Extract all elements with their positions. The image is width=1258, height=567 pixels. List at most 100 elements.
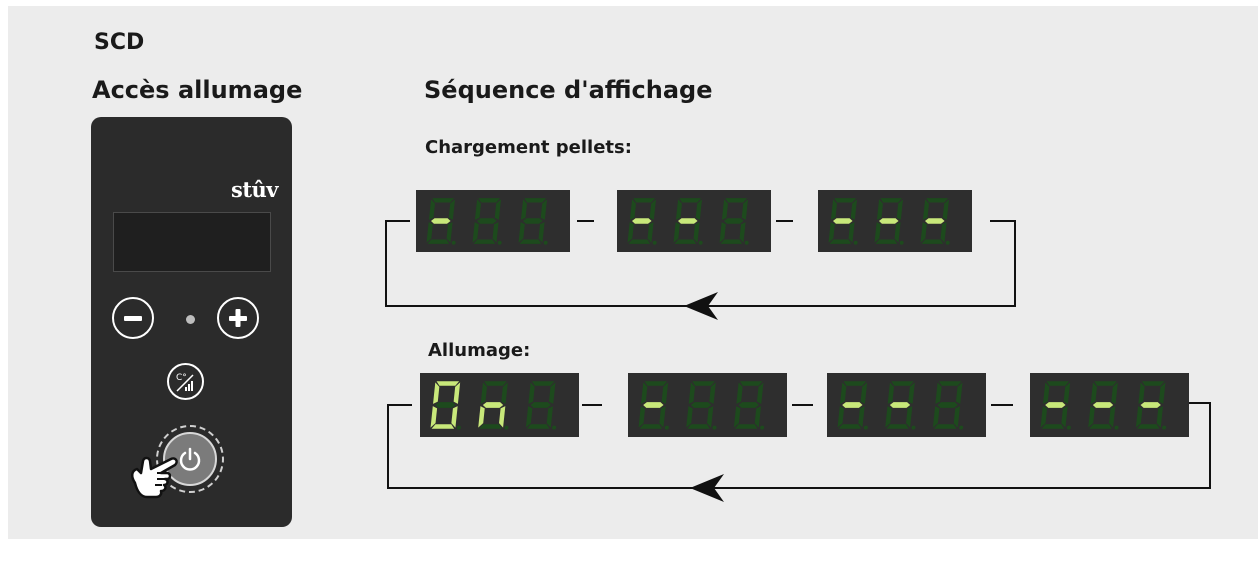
loading-display-3 <box>818 190 972 252</box>
loading-display-2-digits <box>627 198 749 245</box>
segment-c <box>451 406 458 428</box>
segment-d <box>473 239 496 244</box>
segment-b <box>955 382 963 404</box>
segment-d <box>427 239 450 244</box>
segment-a <box>478 198 501 203</box>
sequence-title: Séquence d'affichage <box>424 76 713 104</box>
segment-e <box>518 222 525 243</box>
segment-d <box>526 424 550 429</box>
segment-e <box>828 222 835 243</box>
segment-e <box>525 406 533 428</box>
segment-g <box>738 402 759 408</box>
segment-b <box>709 382 716 404</box>
ignition-display-1 <box>420 373 579 437</box>
digit-2 <box>1088 381 1119 430</box>
segment-b <box>540 199 548 220</box>
segment-b <box>1111 382 1118 404</box>
digit-2 <box>478 381 509 430</box>
ignition-display-2-digits <box>638 381 765 430</box>
segment-b <box>756 382 764 404</box>
plus-icon <box>229 309 247 327</box>
segment-d <box>479 424 502 429</box>
segment-g <box>1140 402 1161 408</box>
plus-button[interactable] <box>217 297 259 339</box>
segment-d <box>875 239 898 244</box>
segment-a <box>1046 381 1070 386</box>
segment-c <box>546 406 554 428</box>
decimal-point <box>712 425 717 430</box>
ignition-display-4 <box>1030 373 1189 437</box>
decimal-point <box>744 240 749 245</box>
segment-d <box>720 239 743 244</box>
segment-b <box>942 199 950 220</box>
digit-3 <box>733 381 765 430</box>
segment-d <box>431 424 455 429</box>
segment-g <box>832 218 853 224</box>
segment-g <box>677 218 698 224</box>
segment-e <box>638 406 646 428</box>
segment-a <box>531 381 555 386</box>
segment-f <box>520 199 527 220</box>
segment-b <box>448 199 456 220</box>
decimal-point <box>899 240 904 245</box>
segment-e <box>719 222 726 243</box>
segment-g <box>430 218 451 224</box>
segment-d <box>519 239 542 244</box>
decimal-point <box>652 240 657 245</box>
segment-a <box>834 198 857 203</box>
segment-a <box>524 198 547 203</box>
segment-d <box>1136 424 1160 429</box>
segment-g <box>530 402 551 408</box>
segment-c <box>446 222 453 243</box>
loading-display-1 <box>416 190 570 252</box>
digit-3 <box>525 381 557 430</box>
digit-2 <box>874 198 904 245</box>
segment-d <box>674 239 697 244</box>
status-led <box>186 315 195 324</box>
segment-f <box>1090 382 1098 404</box>
ignition-display-1-digits <box>430 381 557 430</box>
temperature-power-button[interactable]: C° <box>167 363 204 400</box>
segment-g <box>1045 402 1066 408</box>
temperature-power-icon: C° <box>176 373 194 392</box>
digit-2 <box>472 198 502 245</box>
segment-d <box>838 424 862 429</box>
segment-c <box>940 222 947 243</box>
segment-a <box>938 381 962 386</box>
decimal-point <box>945 240 950 245</box>
segment-f <box>887 382 895 404</box>
segment-g <box>482 402 504 408</box>
segment-a <box>679 198 702 203</box>
segment-e <box>686 406 693 428</box>
ignition-loop-arrowhead <box>690 474 724 502</box>
segment-g <box>631 218 652 224</box>
segment-a <box>1094 381 1117 386</box>
segment-c <box>499 406 506 428</box>
segment-b <box>908 382 915 404</box>
segment-a <box>880 198 903 203</box>
minus-button[interactable] <box>112 297 154 339</box>
segment-c <box>739 222 746 243</box>
segment-g <box>878 218 899 224</box>
segment-e <box>733 406 741 428</box>
digit-3 <box>1135 381 1167 430</box>
segment-c <box>953 406 961 428</box>
segment-e <box>627 222 634 243</box>
segment-f <box>1138 382 1145 404</box>
segment-e <box>472 222 479 243</box>
segment-a <box>484 381 507 386</box>
segment-e <box>1088 406 1095 428</box>
segment-f <box>736 382 743 404</box>
segment-f <box>480 382 488 404</box>
segment-f <box>688 382 696 404</box>
segment-d <box>886 424 909 429</box>
loading-display-3-digits <box>828 198 950 245</box>
segment-c <box>538 222 545 243</box>
segment-f <box>935 382 942 404</box>
segment-f <box>830 199 837 220</box>
segment-e <box>426 222 433 243</box>
segment-d <box>829 239 852 244</box>
segment-b <box>494 199 502 220</box>
hand-pointer-icon <box>131 456 178 499</box>
segment-f <box>474 199 481 220</box>
